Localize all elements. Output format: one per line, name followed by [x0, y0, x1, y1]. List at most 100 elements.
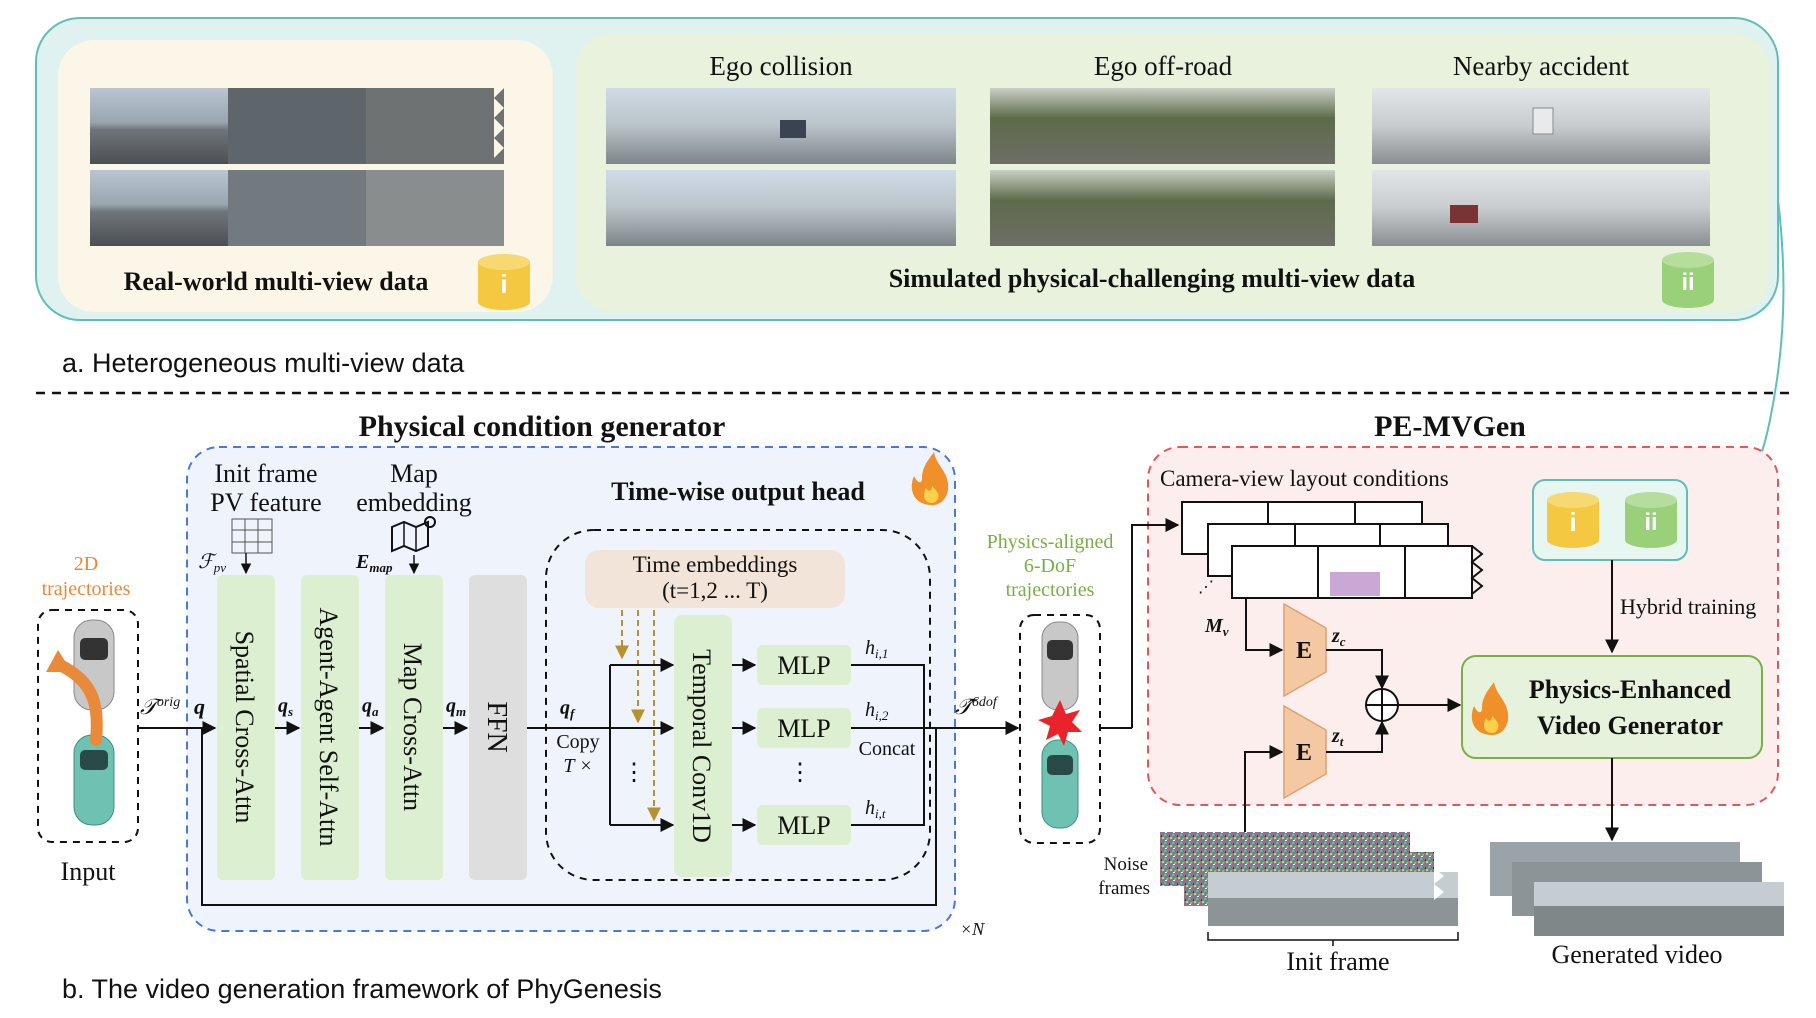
branch-dots: ⋮ — [622, 760, 646, 786]
h-label-2: hi,2 — [865, 699, 889, 723]
t-6dof-label: 𝒯̂6dof — [955, 694, 999, 719]
real-world-images — [90, 82, 504, 246]
generator-fire-icon — [1471, 682, 1509, 735]
h-label-1: hi,1 — [865, 637, 888, 661]
physics-label-3: trajectories — [1006, 579, 1095, 601]
fire-icon — [911, 452, 949, 505]
init-frame-label-1: Init frame — [214, 459, 317, 488]
loop-back-line — [201, 728, 937, 906]
mlp-label-3: MLP — [777, 811, 830, 840]
encoder-bottom — [1283, 704, 1327, 800]
mlp-block-2 — [757, 708, 851, 748]
input-label: Input — [61, 857, 117, 886]
map-cross-attn-label: Map Cross-Attn — [398, 643, 427, 811]
training-db-i-icon: i — [1547, 492, 1599, 548]
add-operator-icon — [1365, 688, 1399, 722]
t-orig-label: 𝒯orig — [140, 694, 180, 719]
scenario-label-ego-collision: Ego collision — [709, 51, 853, 81]
generator-label-2: Video Generator — [1537, 711, 1723, 740]
zc-arrow — [1326, 649, 1389, 690]
generated-video-label: Generated video — [1551, 940, 1722, 969]
zt-arrow — [1326, 720, 1389, 753]
physics-label-2: 6-DoF — [1024, 555, 1076, 577]
mlp-dots: ⋮ — [788, 760, 812, 786]
physics-label-1: Physics-aligned — [987, 531, 1114, 553]
zt-label: zt — [1331, 725, 1344, 749]
init-frame-label-2: PV feature — [210, 488, 321, 517]
mlp-label-1: MLP — [777, 651, 830, 680]
head-panel — [545, 529, 931, 881]
time-embeddings-label-2: (t=1,2 ... T) — [662, 578, 768, 603]
database-ii-icon: ii — [1662, 252, 1714, 308]
encoder-top-label: E — [1296, 638, 1312, 664]
database-i-icon: i — [478, 254, 530, 310]
copy-label: Copy — [556, 731, 599, 753]
e-map-label: Emap — [355, 551, 393, 575]
mv-label: Mv — [1204, 615, 1229, 639]
map-cross-attn-block — [385, 575, 443, 880]
svg-text:⋰: ⋰ — [1198, 579, 1214, 596]
map-embedding-label-2: embedding — [356, 488, 472, 517]
svg-text:ii: ii — [1681, 269, 1694, 296]
traj-2d-label-2: trajectories — [42, 578, 131, 600]
noise-label-1: Noise — [1104, 854, 1148, 875]
repeat-n-label: ×N — [960, 919, 985, 939]
mlp-block-3 — [757, 805, 851, 845]
spatial-cross-attn-block — [217, 575, 275, 880]
input-cars-icon — [46, 619, 115, 826]
hybrid-training-label: Hybrid training — [1620, 594, 1756, 619]
agent-self-attn-block — [301, 575, 359, 880]
scenario-label-ego-offroad: Ego off-road — [1094, 51, 1233, 81]
pe-title: PE-MVGen — [1374, 410, 1526, 443]
head-title: Time-wise output head — [611, 477, 865, 506]
noise-label-2: frames — [1098, 878, 1150, 899]
ffn-block — [469, 575, 527, 880]
generator-box — [1461, 655, 1763, 759]
init-frame-bracket — [1207, 932, 1459, 946]
time-embeddings-box — [585, 550, 845, 608]
init-frame-bottom-label: Init frame — [1286, 947, 1389, 976]
agent-self-attn-label: Agent-Agent Self-Attn — [314, 607, 343, 846]
svg-text:i: i — [500, 269, 507, 299]
physics-to-layout-path — [1131, 518, 1180, 728]
map-icon — [391, 516, 436, 553]
h-label-3: hi,t — [865, 797, 886, 821]
real-world-label: Real-world multi-view data — [124, 267, 429, 296]
ffn-label: FFN — [481, 701, 512, 752]
physics-cars-icon — [1038, 621, 1082, 829]
pcg-title: Physical condition generator — [359, 410, 726, 443]
copy-t-label: T × — [563, 755, 592, 777]
svg-text:i: i — [1569, 507, 1576, 537]
mv-arrow — [1245, 598, 1284, 657]
section-a-caption: a. Heterogeneous multi-view data — [62, 348, 465, 378]
mlp-label-2: MLP — [777, 714, 830, 743]
concat-label: Concat — [859, 738, 916, 760]
mlp-block-1 — [757, 645, 851, 685]
zc-label: zc — [1331, 625, 1346, 649]
simulated-images — [606, 88, 1710, 246]
concat-lines — [851, 664, 925, 826]
temporal-conv-block — [674, 615, 732, 877]
simulated-label: Simulated physical-challenging multi-vie… — [889, 264, 1416, 293]
encoder-top — [1283, 602, 1327, 698]
spatial-cross-attn-label: Spatial Cross-Attn — [230, 631, 259, 824]
section-b-caption: b. The video generation framework of Phy… — [62, 974, 662, 1004]
traj-2d-label-1: 2D — [74, 553, 98, 575]
noise-frames — [1160, 832, 1458, 926]
training-db-ii-icon: ii — [1625, 492, 1677, 548]
layout-label: Camera-view layout conditions — [1160, 466, 1449, 491]
map-embedding-label-1: Map — [390, 459, 438, 488]
encoder-bottom-label: E — [1296, 740, 1312, 766]
time-embeddings-label-1: Time embeddings — [633, 552, 798, 577]
pv-feature-grid-icon — [231, 518, 273, 554]
svg-text:ii: ii — [1644, 509, 1657, 536]
noise-to-encoder-arrow — [1244, 745, 1284, 832]
generator-label-1: Physics-Enhanced — [1529, 675, 1732, 704]
q-label: q — [194, 694, 205, 719]
scenario-label-nearby-accident: Nearby accident — [1453, 51, 1630, 81]
temporal-conv-label: Temporal Conv1D — [687, 649, 716, 843]
generated-video-frames — [1490, 842, 1784, 936]
layout-frames: ⋰ — [1181, 501, 1484, 599]
f-pv-label: ℱpv — [198, 551, 226, 575]
